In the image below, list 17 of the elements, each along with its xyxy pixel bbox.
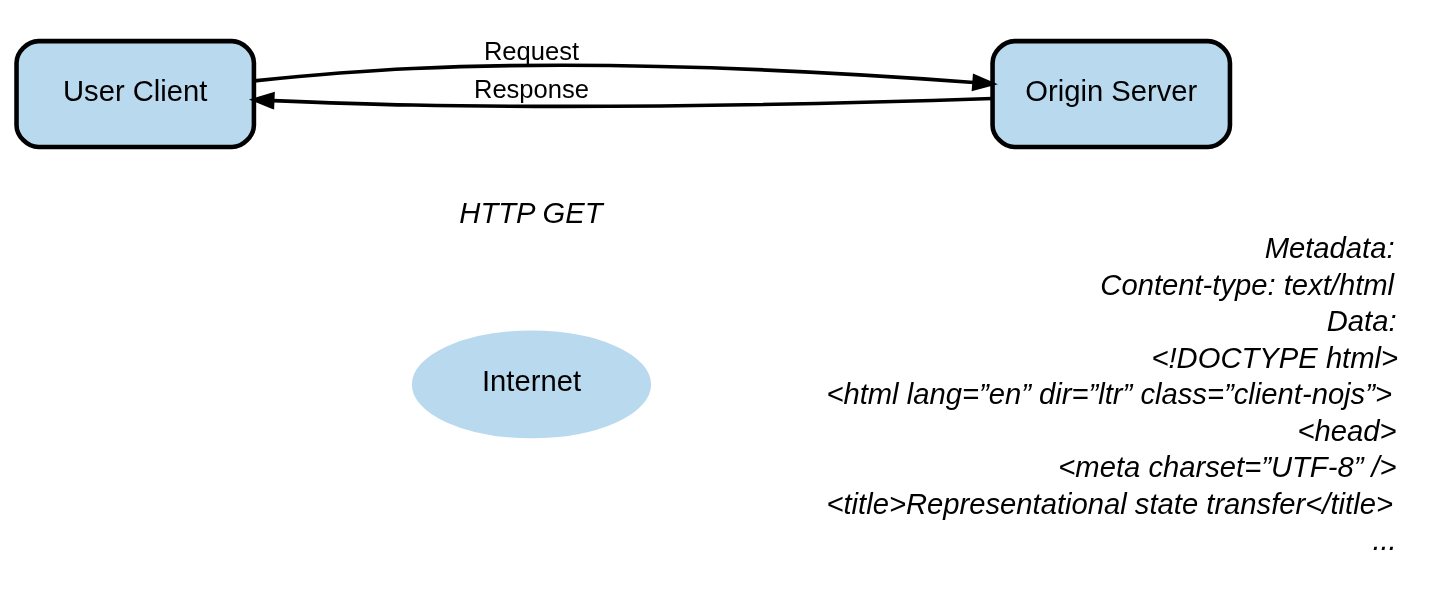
label: Content-type: text/html [1100, 268, 1395, 301]
label: <meta charset=”UTF-8” /> [1058, 451, 1397, 484]
label: Metadata: [1264, 232, 1395, 265]
label: <!DOCTYPE html> [1151, 341, 1399, 374]
arrow [248, 91, 993, 110]
node-ellipse: Internet [411, 330, 652, 439]
node-box: User Client [14, 38, 257, 150]
label: ... [1372, 524, 1397, 557]
node-box: Origin Server [990, 38, 1233, 150]
arrow [254, 63, 998, 92]
label: <head> [1297, 414, 1397, 447]
label: Data: [1326, 305, 1397, 338]
label: <html lang=”en” dir=”ltr” class=”client-nojs”> [826, 378, 1393, 411]
edge-label: Request [483, 36, 580, 65]
label: <title>Representational state transfer</title> [826, 487, 1393, 520]
edge-label: Response [473, 75, 589, 104]
label: HTTP GET [459, 197, 603, 230]
